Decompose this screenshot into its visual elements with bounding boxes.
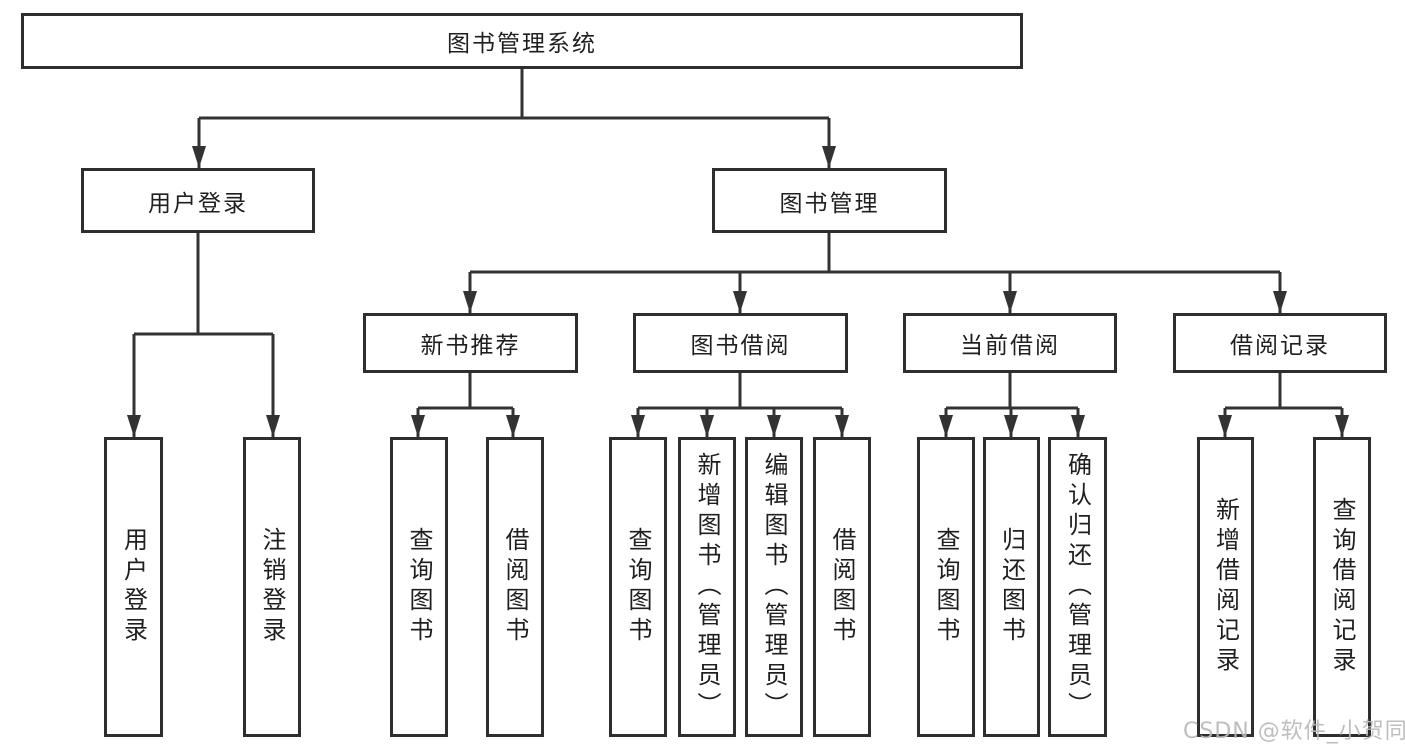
leaf-user-login: 用户登录 (104, 437, 163, 737)
leaf-current-query-books: 查询图书 (917, 437, 975, 737)
node-label: 借阅记录 (1230, 333, 1330, 359)
node-label: 用户登录 (119, 527, 148, 647)
arrowhead-icon (631, 415, 645, 437)
node-new-book-recommend: 新书推荐 (363, 313, 578, 373)
arrowhead-icon (1335, 415, 1349, 437)
node-book-borrowing: 图书借阅 (633, 313, 848, 373)
node-current-borrowing: 当前借阅 (903, 313, 1117, 373)
leaf-records-add-record: 新增借阅记录 (1197, 437, 1254, 737)
leaf-current-confirm-return: 确认归还（管理员） (1048, 437, 1107, 737)
arrowhead-icon (1003, 291, 1017, 313)
connector-user-login-to-leaves (132, 233, 275, 437)
leaf-current-return-books: 归还图书 (983, 437, 1040, 737)
node-user-login: 用户登录 (81, 168, 315, 233)
arrowhead-icon (192, 146, 206, 168)
node-label: 新书推荐 (420, 333, 521, 359)
node-label: 查询图书 (405, 527, 433, 647)
arrowhead-icon (767, 415, 781, 437)
node-label: 编辑图书（管理员） (760, 452, 788, 722)
arrowhead-icon (506, 415, 520, 437)
arrowhead-icon (1071, 415, 1085, 437)
node-book-management: 图书管理 (712, 168, 947, 233)
connector-borrowing-to-leaves (636, 373, 844, 437)
leaf-borrowing-edit-books: 编辑图书（管理员） (745, 437, 803, 737)
node-label: 图书管理 (779, 190, 880, 217)
node-label: 用户登录 (148, 190, 248, 217)
connector-root-to-level2 (197, 69, 831, 168)
node-label: 借阅图书 (828, 527, 856, 647)
arrowhead-icon (1218, 415, 1232, 437)
arrowhead-icon (266, 415, 280, 437)
node-label: 查询借阅记录 (1328, 497, 1356, 677)
node-label: 图书管理系统 (447, 31, 597, 57)
arrowhead-icon (1004, 415, 1018, 437)
leaf-recommend-query-books: 查询图书 (390, 437, 448, 737)
arrowhead-icon (733, 291, 747, 313)
watermark: CSDN @软件_小贺同学 (1183, 719, 1405, 744)
arrowhead-icon (127, 415, 141, 437)
node-borrowing-records: 借阅记录 (1173, 313, 1387, 373)
leaf-recommend-borrow-books: 借阅图书 (486, 437, 544, 737)
leaf-borrowing-add-books: 新增图书（管理员） (678, 437, 736, 737)
arrowhead-icon (1273, 291, 1287, 313)
leaf-records-query-record: 查询借阅记录 (1313, 437, 1371, 737)
arrowhead-icon (939, 415, 953, 437)
leaf-logout: 注销登录 (243, 437, 301, 737)
node-label: 查询图书 (624, 527, 652, 647)
node-label: 当前借阅 (960, 333, 1060, 359)
node-label: 借阅图书 (501, 527, 529, 647)
leaf-borrowing-borrow-books: 借阅图书 (813, 437, 871, 737)
connector-records-to-leaves (1223, 373, 1344, 437)
arrowhead-icon (700, 415, 714, 437)
node-label: 查询图书 (932, 527, 960, 647)
node-label: 归还图书 (997, 527, 1026, 647)
node-label: 注销登录 (258, 527, 286, 647)
connector-recommend-to-leaves (416, 373, 515, 437)
leaf-borrowing-query-books: 查询图书 (609, 437, 667, 737)
arrowhead-icon (463, 291, 477, 313)
node-label: 确认归还（管理员） (1063, 452, 1092, 722)
arrowhead-icon (411, 415, 425, 437)
arrowhead-icon (835, 415, 849, 437)
node-label: 图书借阅 (690, 333, 791, 359)
connector-book-management-to-level3 (468, 233, 1282, 313)
arrowhead-icon (822, 146, 836, 168)
node-label: 新增图书（管理员） (693, 452, 721, 722)
node-label: 新增借阅记录 (1211, 497, 1240, 677)
node-root: 图书管理系统 (21, 13, 1023, 69)
